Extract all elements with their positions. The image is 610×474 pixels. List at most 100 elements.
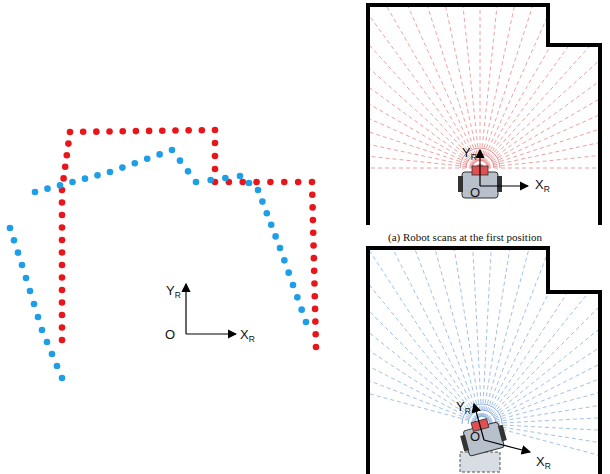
axis-label: O [165, 328, 175, 341]
scan-point [311, 255, 318, 262]
scan-ray [480, 0, 481, 168]
scan-point [59, 299, 66, 306]
robot-axes [474, 404, 530, 452]
previous-robot [460, 452, 500, 472]
scan-point [285, 269, 292, 276]
scan-point [309, 191, 316, 198]
scan-point [31, 301, 38, 308]
scan-point [132, 160, 139, 167]
caption: (a) Robot scans at the first position [386, 232, 544, 243]
scan-point [311, 268, 318, 275]
scan-point [59, 337, 66, 344]
scan-point [59, 312, 66, 319]
scan-point [295, 179, 302, 186]
scan-point [49, 351, 56, 358]
scan-ray [134, 0, 480, 168]
scan-ray [480, 0, 604, 168]
scan-points [7, 127, 320, 382]
scan-point [11, 237, 18, 244]
scan-ray [378, 38, 482, 424]
scan-point [185, 127, 192, 134]
scan-ray [480, 0, 563, 168]
scan-point [64, 152, 71, 159]
scan-point [313, 344, 320, 351]
scan-point [298, 306, 305, 313]
robot-axes [186, 284, 236, 334]
scan-point [212, 140, 219, 147]
scan-ray [480, 0, 610, 168]
scan-ray [199, 141, 482, 424]
scan-point [237, 173, 244, 180]
scan-point [159, 127, 166, 134]
scan-ray [264, 89, 482, 424]
scan-point [57, 182, 64, 189]
scan-ray [480, 0, 610, 168]
scan-point [32, 189, 39, 196]
scan-ray [171, 172, 482, 424]
scan-point [193, 179, 200, 186]
scan-point [69, 179, 76, 186]
axis-label: XR [536, 455, 551, 468]
scan-point [133, 128, 140, 135]
scan-point [35, 314, 42, 321]
scan-ray [126, 242, 482, 424]
axis-label: O [470, 430, 480, 443]
axis-label: XR [240, 328, 255, 341]
scan-point [106, 128, 113, 135]
scan-point [277, 245, 284, 252]
scan-ray [480, 0, 610, 168]
scan-point [39, 327, 46, 334]
scan-point [59, 224, 66, 231]
scan-ray [480, 0, 610, 168]
scan-ray [80, 168, 480, 169]
scan-point [59, 287, 66, 294]
scan-point [311, 280, 318, 287]
scan-ray [482, 29, 545, 424]
scan-point [310, 229, 317, 236]
scan-point [239, 179, 246, 186]
scan-point [303, 319, 310, 326]
scan-point [65, 140, 72, 147]
room-walls [368, 5, 600, 225]
scan-point [264, 210, 271, 217]
scan-point [311, 293, 318, 300]
scan-point [54, 363, 61, 370]
scan-point [107, 169, 114, 176]
scan-point [23, 275, 30, 282]
scan-rays [80, 0, 610, 168]
scan-ray [100, 44, 480, 168]
scan-ray [480, 0, 610, 168]
scan-ray [317, 0, 480, 168]
scan-ray [461, 25, 482, 424]
scan-point [44, 185, 51, 192]
scan-ray [397, 0, 480, 168]
scan-point [246, 180, 253, 187]
scan-point [172, 127, 179, 134]
scan-point [156, 151, 163, 158]
scan-ray [183, 0, 480, 168]
scan-point [312, 318, 319, 325]
room-walls [368, 248, 600, 474]
scan-point [27, 288, 34, 295]
axis-label: YR [166, 284, 181, 297]
scan-point [185, 168, 192, 175]
scan-rays [96, 25, 610, 474]
scan-ray [480, 5, 610, 168]
scan-point [59, 324, 66, 331]
scan-ray [96, 320, 482, 424]
scan-point [44, 339, 51, 346]
scan-point [253, 179, 260, 186]
scan-point [312, 331, 319, 338]
axis-label: YR [456, 400, 471, 413]
scan-point [59, 199, 66, 206]
scan-point [272, 233, 279, 240]
scan-point [67, 129, 74, 136]
scan-point [177, 157, 184, 164]
scan-point [169, 147, 176, 154]
scan-point [59, 212, 66, 219]
scan-point [59, 375, 66, 382]
scan-point [281, 257, 288, 264]
scan-ray [482, 424, 610, 474]
scan-ray [419, 29, 482, 424]
